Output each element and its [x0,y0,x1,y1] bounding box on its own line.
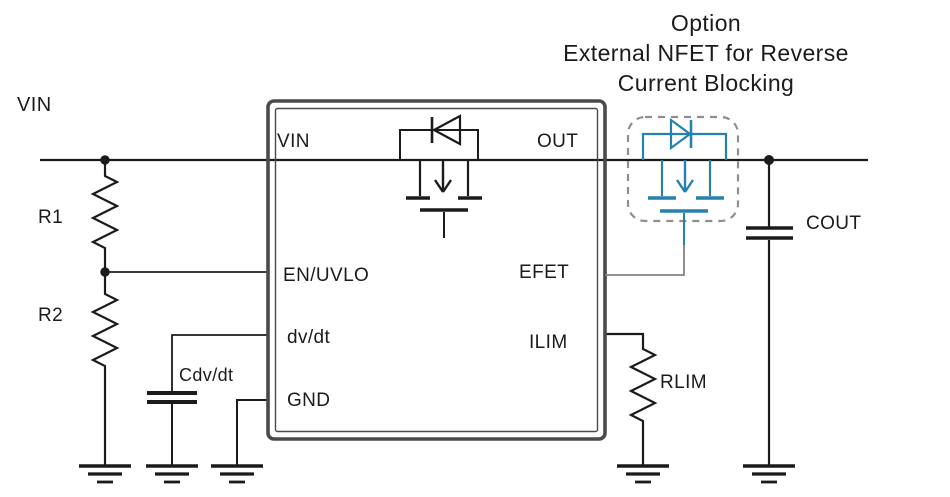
cdvdt-label: Cdv/dt [179,365,233,385]
external-diode-triangle [669,117,692,151]
efet-wire-path [605,245,685,276]
internal-diode-wire [399,129,479,160]
r2-label: R2 [38,305,63,326]
gnd-pin-wire [236,399,268,466]
ic-pin-en-uvlo: EN/UVLO [283,265,369,286]
external-nfet [641,117,728,245]
vin-rail-label: VIN [17,94,52,116]
option-dashed-box [626,115,740,223]
ic-outer-border [266,99,607,441]
labels: VIN R1 R2 Cdv/dt RLIM COUT VIN EN/UVLO d… [17,94,861,411]
title-line-3: Current Blocking [618,70,794,96]
ic-pin-ilim: ILIM [529,332,568,353]
internal-fet-body-arrow [434,160,452,193]
junction-dot-divider-mid [100,267,110,277]
ilim-wire-rlim-resistor [605,332,658,466]
cout-label: COUT [806,213,861,234]
ic-pin-efet: EFET [519,262,569,283]
junction-dot-out-cout [764,155,774,165]
ic-pin-out: OUT [537,131,578,152]
ground-symbol-rlim [617,464,669,484]
ground-symbol-cout [743,464,795,484]
ic-pin-gnd: GND [287,390,330,411]
dashed-outline [626,115,740,223]
resistor-divider-r1-r2 [90,160,120,466]
option-title: Option External NFET for Reverse Current… [563,10,849,96]
ic-pin-vin: VIN [277,131,310,152]
title-line-2: External NFET for Reverse [563,40,849,66]
rlim-label: RLIM [660,372,707,393]
ground-symbol-cdvdt [146,464,198,484]
dvdt-wire [171,334,268,393]
junction-dot-vin-divider [100,155,110,165]
ground-symbol-gnd-pin [211,464,263,484]
ic-body [266,99,607,441]
ground-symbol-r2 [79,464,131,484]
internal-diode-triangle [431,114,462,146]
external-fet-body-arrow [676,160,694,193]
ic-inner-border [274,107,599,433]
r1-label: R1 [38,207,63,228]
external-diode-wire [641,132,728,160]
ic-pin-dvdt: dv/dt [287,327,331,348]
efet-gate-wire [605,245,685,276]
title-line-1: Option [671,10,741,36]
wires [40,114,868,484]
